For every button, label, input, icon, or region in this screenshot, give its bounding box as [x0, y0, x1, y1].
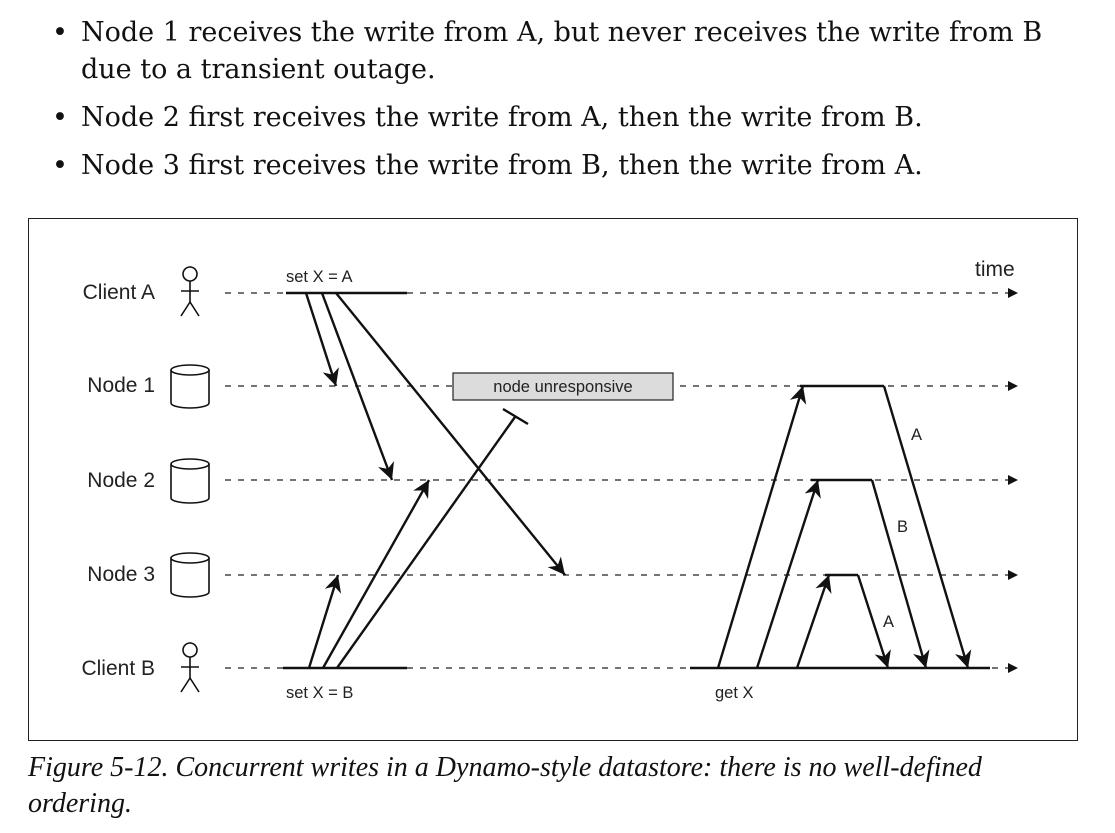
write-a-to-node-1 — [304, 292, 339, 387]
row-label-node-3: Node 3 — [87, 563, 155, 586]
bullet-item: Node 2 first receives the write from A, … — [52, 99, 1092, 136]
write-b-to-node-2 — [321, 479, 431, 669]
read-response-node-1 — [882, 385, 972, 669]
database-icon — [170, 552, 210, 598]
bullet-item: Node 3 first receives the write from B, … — [52, 147, 1092, 184]
write-b-to-node-1-lost — [336, 416, 516, 669]
read-request-node-1 — [716, 385, 807, 669]
read-response-node-3 — [856, 574, 891, 669]
unresponsive-box — [452, 372, 674, 401]
get-label: get X — [715, 684, 754, 702]
read-response-node-2 — [870, 479, 930, 669]
write-a-to-node-3 — [335, 292, 566, 576]
set-b-label: set X = B — [286, 684, 353, 702]
lost-message-cross-mark — [502, 407, 529, 426]
figure-frame — [28, 218, 1078, 741]
row-label-client-a: Client A — [83, 281, 155, 304]
row-label-client-b: Client B — [81, 657, 155, 680]
unresponsive-label: node unresponsive — [493, 378, 632, 396]
write-a-to-node-2 — [320, 292, 395, 481]
time-label: time — [975, 258, 1015, 281]
figure-caption: Figure 5-12. Concurrent writes in a Dyna… — [28, 752, 982, 819]
person-icon — [180, 642, 200, 693]
write-b-to-node-3 — [307, 574, 342, 669]
database-icon — [170, 458, 210, 504]
row-label-node-1: Node 1 — [87, 374, 155, 397]
read-request-node-2 — [755, 479, 821, 669]
bullet-item: Node 1 receives the write from A, but ne… — [52, 14, 1092, 88]
response-label-node-2: B — [897, 518, 908, 536]
row-label-node-2: Node 2 — [87, 469, 155, 492]
database-icon — [170, 364, 210, 409]
bullet-list: Node 1 receives the write from A, but ne… — [52, 14, 1092, 195]
set-a-label: set X = A — [286, 268, 353, 286]
response-label-node-1: A — [911, 426, 922, 444]
response-label-node-3: A — [883, 613, 894, 631]
person-icon — [180, 266, 200, 317]
read-request-node-3 — [795, 574, 832, 669]
